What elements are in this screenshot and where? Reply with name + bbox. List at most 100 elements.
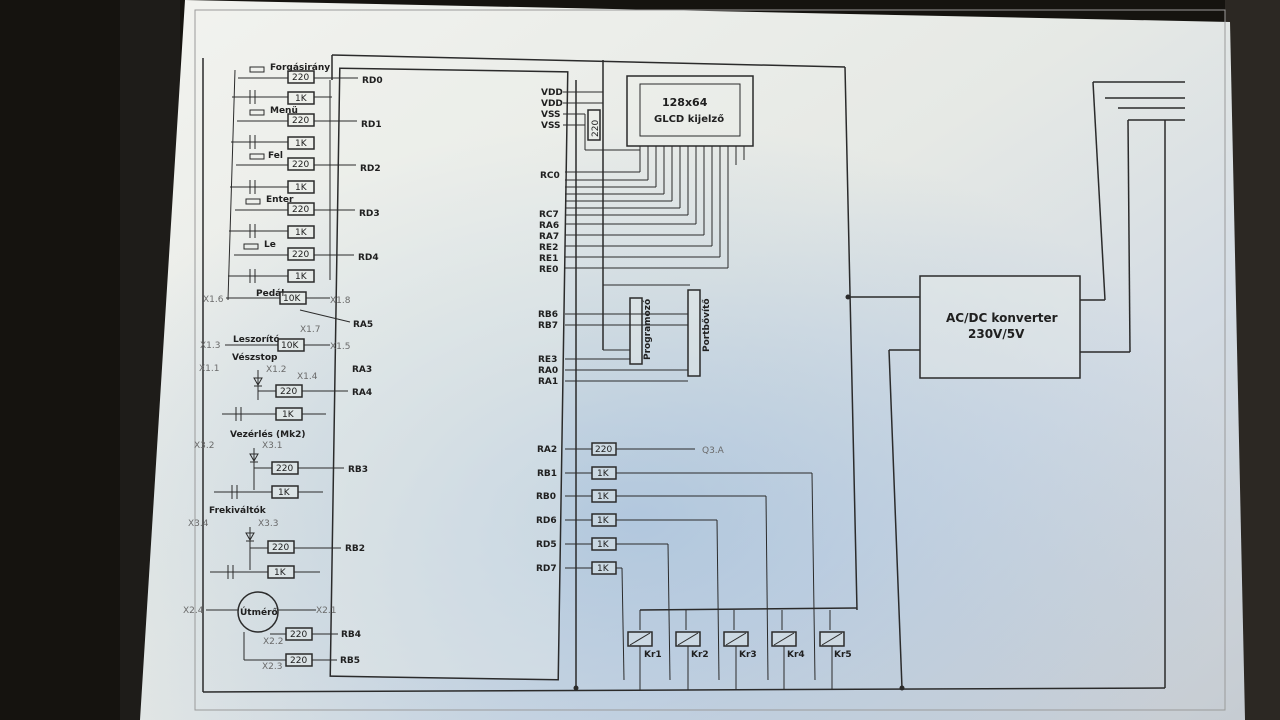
- pin-label: RD6: [536, 516, 557, 526]
- resistor-value: 1K: [295, 94, 308, 104]
- node-label: X3.2: [194, 441, 214, 451]
- button-label-fel: Fel: [268, 151, 283, 161]
- pin-label: RB5: [340, 656, 360, 666]
- pin-label: RB2: [345, 544, 365, 554]
- resistor-value: 1K: [295, 272, 308, 282]
- pin-label: RE0: [539, 265, 558, 275]
- ac-dc-converter: AC/DC konverter 230V/5V: [919, 275, 1081, 379]
- resistor-value: 1K: [597, 564, 610, 574]
- button-label-forgasirany: Forgásirány: [270, 63, 330, 73]
- node-label: X1.1: [199, 364, 219, 374]
- node-label: X1.5: [330, 342, 350, 352]
- pin-label: RE3: [538, 355, 557, 365]
- input-label-vesz-stop: Vészstop: [232, 352, 278, 363]
- relay-label-kr5: Kr5: [834, 650, 852, 660]
- resistor-value: 1K: [597, 516, 610, 526]
- node-label: X3.1: [262, 441, 282, 451]
- node-label: Q3.A: [702, 446, 725, 456]
- pin-label: RE2: [539, 243, 558, 253]
- glcd-display: 128x64 GLCD kijelző 220: [587, 75, 754, 147]
- resistor-value: 10K: [281, 341, 299, 351]
- button-inputs: Forgásirány 220 1K Menü 220 1K Fel 220 1…: [227, 63, 358, 301]
- pin-label: RA6: [539, 221, 559, 231]
- mcu-left-pins: RD0 RD1 RD2 RD3 RD4 RA5 RA3 RA4 RB3 RB2 …: [340, 76, 383, 666]
- relay-label-kr1: Kr1: [644, 650, 662, 660]
- pin-label: RA3: [352, 365, 372, 375]
- pin-label: RA4: [352, 388, 372, 398]
- resistor-value: 10K: [283, 294, 301, 304]
- resistor-value: 1K: [597, 540, 610, 550]
- node-label: X1.8: [330, 296, 351, 306]
- pin-label: RD1: [361, 120, 382, 130]
- pin-label: RB0: [536, 492, 556, 502]
- resistor-value: 220: [591, 120, 601, 137]
- resistor-value: 220: [292, 116, 309, 126]
- port-expander-label: Portbővítő: [702, 298, 712, 352]
- pin-label: RA2: [537, 445, 557, 455]
- node-label: X1.3: [200, 341, 220, 351]
- converter-subtitle: 230V/5V: [968, 327, 1025, 341]
- mcu-body: [329, 67, 569, 681]
- button-label-le: Le: [264, 240, 276, 250]
- pin-label: RC0: [540, 171, 560, 181]
- resistor-value: 220: [292, 250, 309, 260]
- resistor-value: 1K: [282, 410, 295, 420]
- relay-label-kr2: Kr2: [691, 650, 709, 660]
- resistor-value: 220: [595, 445, 612, 455]
- node-label: X2.1: [316, 606, 336, 616]
- resistor-value: 1K: [274, 568, 287, 578]
- node-label: X1.4: [297, 372, 318, 382]
- pin-label: RD7: [536, 564, 557, 574]
- relay-label-kr4: Kr4: [787, 650, 805, 660]
- pin-label: VSS: [541, 110, 561, 120]
- node-label: X1.7: [300, 325, 320, 335]
- pin-label: RD0: [362, 76, 383, 86]
- input-label-vezerles: Vezérlés (Mk2): [230, 429, 305, 440]
- relay-label-kr3: Kr3: [739, 650, 757, 660]
- resistor-value: 220: [272, 543, 289, 553]
- drawing-frame: [194, 9, 1226, 711]
- pin-label: RA0: [538, 366, 558, 376]
- mcu-right-stubs: [563, 91, 640, 151]
- glcd-title: 128x64: [662, 96, 708, 109]
- input-label-leszorito: Leszorító: [233, 334, 280, 345]
- pin-label: RB1: [537, 469, 557, 479]
- node-label: X1.2: [266, 365, 286, 375]
- glcd-bus: [565, 146, 745, 269]
- pin-label: RA7: [539, 232, 559, 242]
- resistor-value: 1K: [295, 183, 308, 193]
- pin-label: RE1: [539, 254, 558, 264]
- button-label-menu: Menü: [270, 106, 298, 116]
- resistor-value: 1K: [295, 228, 308, 238]
- pin-label: RA1: [538, 377, 558, 387]
- pin-label: RB7: [538, 321, 558, 331]
- pin-label: RD5: [536, 540, 557, 550]
- main-wiring: [202, 54, 1185, 693]
- resistor-value: 220: [292, 205, 309, 215]
- node-label: X2.2: [263, 637, 283, 647]
- port-expander-header: Portbővítő: [687, 289, 712, 377]
- relay-outputs: 220 Q3.A 1K 1K 1K 1K 1K: [565, 442, 858, 690]
- input-label-pedal: Pedál: [256, 289, 284, 299]
- pin-label: VDD: [541, 88, 563, 98]
- programmer-header: Programozó: [629, 297, 653, 365]
- sensor-inputs: Pedál X1.6 X1.8 X1.7 10K Leszorító X1.3 …: [183, 289, 351, 672]
- resistor-value: 220: [290, 630, 307, 640]
- pin-label: RD4: [358, 253, 379, 263]
- node-label: X2.4: [183, 606, 204, 616]
- input-label-frekivaltok: Frekiváltók: [209, 505, 267, 516]
- resistor-value: 220: [276, 464, 293, 474]
- node-label: X3.4: [188, 519, 209, 529]
- resistor-value: 220: [292, 73, 309, 83]
- resistor-value: 1K: [597, 469, 610, 479]
- node-label: X1.6: [203, 295, 224, 305]
- resistor-value: 220: [292, 160, 309, 170]
- resistor-value: 1K: [295, 139, 308, 149]
- header-wiring: [565, 284, 690, 382]
- programmer-label: Programozó: [642, 299, 653, 360]
- resistor-value: 220: [290, 656, 307, 666]
- converter-title: AC/DC konverter: [946, 311, 1058, 325]
- node-label: X2.3: [262, 662, 282, 672]
- node-label: X3.3: [258, 519, 278, 529]
